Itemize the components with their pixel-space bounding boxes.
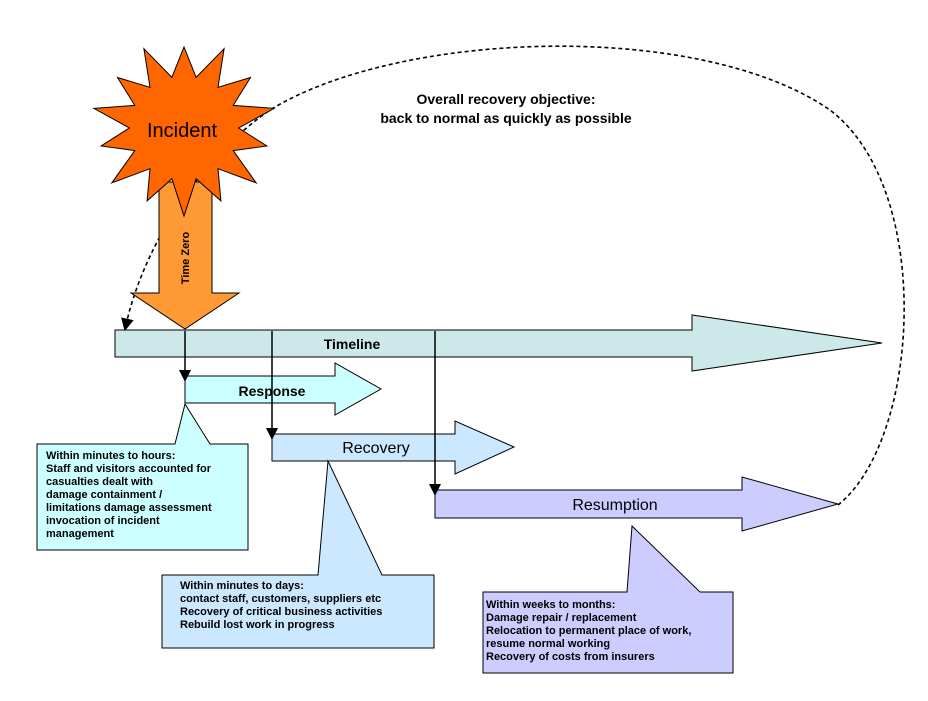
objective-line-1: Overall recovery objective:	[417, 91, 596, 107]
timeline-arrow	[114, 314, 883, 372]
callout-line: Relocation to permanent place of work,	[486, 625, 692, 637]
callout-line: Within weeks to months:	[486, 599, 616, 611]
recovery-label: Recovery	[342, 440, 410, 457]
resumption-label: Resumption	[572, 497, 657, 514]
callout-line: Staff and visitors accounted for	[46, 463, 212, 475]
callout-line: Within minutes to days:	[180, 580, 304, 592]
resumption-callout	[482, 524, 734, 674]
incident-label: Incident	[147, 120, 217, 142]
callout-line: contact staff, customers, suppliers etc	[180, 593, 382, 605]
recovery-arrow	[271, 420, 516, 475]
time-zero-arrow	[129, 181, 241, 330]
callout-line: Within minutes to hours:	[46, 450, 176, 462]
resumption-arrow	[434, 476, 840, 532]
callout-line: limitations damage assessment	[46, 502, 212, 514]
callout-line: Recovery of costs from insurers	[486, 651, 655, 663]
response-arrow	[184, 362, 383, 416]
response-callout-text: Within minutes to hours: Staff and visit…	[46, 450, 212, 541]
timeline-label: Timeline	[324, 336, 381, 352]
callout-line: casualties dealt with	[46, 476, 153, 488]
recovery-callout	[161, 459, 435, 649]
resumption-callout-text: Within weeks to months: Damage repair / …	[486, 599, 691, 664]
callout-line: management	[46, 528, 114, 540]
callout-line: Rebuild lost work in progress	[180, 619, 335, 631]
objective-line-2: back to normal as quickly as possible	[380, 110, 632, 126]
callout-line: damage containment /	[46, 489, 163, 501]
response-callout	[36, 402, 249, 551]
recovery-callout-text: Within minutes to days: contact staff, c…	[180, 580, 382, 632]
incident-starburst	[92, 45, 276, 218]
callout-line: Damage repair / replacement	[486, 612, 637, 624]
callout-line: Recovery of critical business activities	[180, 606, 383, 618]
callout-line: invocation of incident	[46, 515, 160, 527]
callout-line: resume normal working	[486, 638, 611, 650]
recovery-objective-loop	[121, 45, 905, 506]
time-zero-label: Time Zero	[180, 232, 192, 285]
